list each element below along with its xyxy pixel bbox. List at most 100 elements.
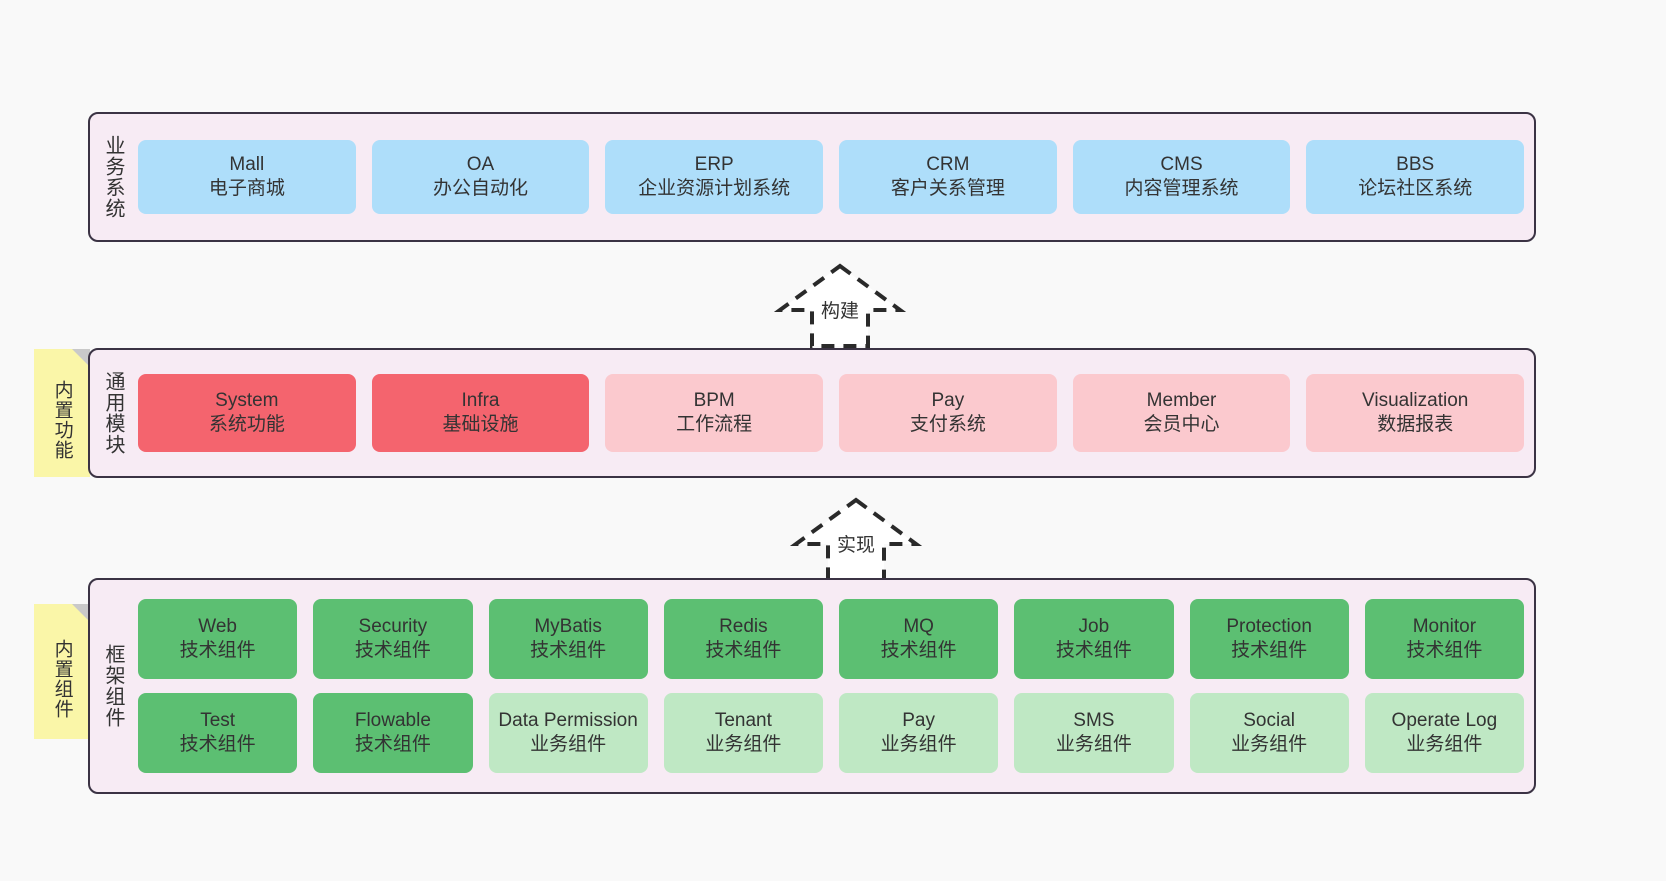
node-mybatis[interactable]: MyBatis 技术组件	[488, 599, 648, 679]
node-mall[interactable]: Mall 电子商城	[138, 140, 356, 214]
sticky-note-builtin-functions: 内置功能	[34, 349, 90, 477]
cell-row: Test 技术组件 Flowable 技术组件 Data Permission …	[138, 693, 1524, 773]
node-title: Tenant	[714, 709, 772, 731]
node-subtitle: 技术组件	[1055, 640, 1132, 661]
node-flowable[interactable]: Flowable 技术组件	[313, 693, 473, 773]
node-title: MQ	[903, 615, 934, 637]
sticky-note-builtin-components: 内置组件	[34, 604, 90, 739]
node-subtitle: 内容管理系统	[1124, 178, 1239, 199]
node-subtitle: 电子商城	[208, 178, 285, 199]
sticky-note-label: 内置功能	[51, 380, 73, 460]
arrow-label: 构建	[820, 301, 859, 322]
node-subtitle: 基础设施	[442, 414, 519, 435]
node-subtitle: 客户关系管理	[890, 178, 1005, 199]
node-title: CMS	[1160, 153, 1203, 175]
layer-title-frame: 框架组件	[102, 644, 124, 728]
node-subtitle: 业务组件	[1231, 734, 1308, 755]
layer-title-business: 业务系统	[102, 135, 124, 219]
up-block-arrow-icon	[773, 263, 907, 348]
node-title: Security	[358, 615, 428, 637]
node-cms[interactable]: CMS 内容管理系统	[1072, 140, 1291, 214]
node-title: Web	[198, 615, 237, 637]
node-tenant[interactable]: Tenant 业务组件	[663, 693, 823, 773]
node-title: Pay	[902, 709, 935, 731]
node-web[interactable]: Web 技术组件	[138, 599, 298, 679]
layer-common-modules: 通用模块 System 系统功能 Infra 基础设施 BPM 工作流程 Pay	[88, 348, 1536, 478]
node-title: Pay	[931, 389, 965, 411]
up-block-arrow-icon	[789, 497, 923, 582]
node-security[interactable]: Security 技术组件	[313, 599, 473, 679]
node-erp[interactable]: ERP 企业资源计划系统	[605, 140, 824, 214]
node-oa[interactable]: OA 办公自动化	[371, 140, 590, 214]
node-operate-log[interactable]: Operate Log 业务组件	[1364, 693, 1524, 773]
node-title: Operate Log	[1391, 709, 1498, 731]
layer-body-common: System 系统功能 Infra 基础设施 BPM 工作流程 Pay 支付系统…	[130, 356, 1525, 470]
node-redis[interactable]: Redis 技术组件	[663, 599, 823, 679]
node-visualization[interactable]: Visualization 数据报表	[1306, 374, 1525, 452]
node-subtitle: 企业资源计划系统	[638, 178, 791, 199]
node-title: Data Permission	[498, 709, 638, 731]
node-title: MyBatis	[534, 615, 602, 637]
node-title: CRM	[926, 153, 970, 175]
cell-row: System 系统功能 Infra 基础设施 BPM 工作流程 Pay 支付系统…	[138, 374, 1525, 452]
node-subtitle: 系统功能	[208, 414, 285, 435]
node-title: Test	[200, 709, 236, 731]
layer-framework-components: 框架组件 Web 技术组件 Security 技术组件 MyBatis 技术组件…	[88, 578, 1536, 794]
node-title: Visualization	[1362, 389, 1469, 411]
node-subtitle: 论坛社区系统	[1358, 178, 1473, 199]
node-mq[interactable]: MQ 技术组件	[839, 599, 999, 679]
layer-body-business: Mall 电子商城 OA 办公自动化 ERP 企业资源计划系统 CRM 客户关系…	[130, 120, 1525, 234]
node-subtitle: 技术组件	[1406, 640, 1483, 661]
node-subtitle: 技术组件	[179, 640, 256, 661]
layer-title-common: 通用模块	[102, 371, 124, 455]
node-title: Job	[1078, 615, 1110, 637]
node-title: Protection	[1226, 615, 1312, 637]
node-title: Member	[1146, 389, 1217, 411]
sticky-note-label: 内置组件	[51, 638, 73, 719]
node-sms[interactable]: SMS 业务组件	[1014, 693, 1174, 773]
node-title: Monitor	[1412, 615, 1477, 637]
node-subtitle: 技术组件	[354, 734, 431, 755]
node-job[interactable]: Job 技术组件	[1014, 599, 1174, 679]
node-bbs[interactable]: BBS 论坛社区系统	[1306, 140, 1525, 214]
node-subtitle: 技术组件	[179, 734, 256, 755]
node-subtitle: 工作流程	[676, 414, 753, 435]
node-monitor[interactable]: Monitor 技术组件	[1364, 599, 1524, 679]
node-title: BPM	[693, 389, 735, 411]
node-infra[interactable]: Infra 基础设施	[371, 374, 590, 452]
node-crm[interactable]: CRM 客户关系管理	[839, 140, 1057, 214]
layer-body-frame: Web 技术组件 Security 技术组件 MyBatis 技术组件 Redi…	[130, 586, 1524, 786]
node-pay-component[interactable]: Pay 业务组件	[839, 693, 999, 773]
node-title: BBS	[1396, 153, 1435, 175]
node-subtitle: 办公自动化	[433, 178, 529, 199]
sticky-fold-icon	[72, 604, 90, 622]
node-member[interactable]: Member 会员中心	[1072, 374, 1291, 452]
node-test[interactable]: Test 技术组件	[138, 693, 298, 773]
node-title: OA	[466, 153, 495, 175]
sticky-fold-icon	[72, 349, 90, 367]
node-subtitle: 技术组件	[530, 640, 607, 661]
node-data-permission[interactable]: Data Permission 业务组件	[488, 693, 648, 773]
node-subtitle: 业务组件	[1406, 734, 1483, 755]
node-title: Mall	[229, 153, 265, 175]
node-subtitle: 数据报表	[1377, 414, 1454, 435]
node-subtitle: 技术组件	[1231, 640, 1308, 661]
node-pay[interactable]: Pay 支付系统	[839, 374, 1057, 452]
arrow-implement: 实现	[756, 492, 956, 584]
node-title: System	[215, 389, 279, 411]
node-title: Social	[1243, 709, 1295, 731]
node-subtitle: 技术组件	[354, 640, 431, 661]
node-subtitle: 技术组件	[880, 640, 957, 661]
node-subtitle: 会员中心	[1143, 414, 1220, 435]
node-protection[interactable]: Protection 技术组件	[1189, 599, 1349, 679]
node-title: Infra	[461, 389, 500, 411]
node-system[interactable]: System 系统功能	[138, 374, 356, 452]
node-title: Flowable	[354, 709, 431, 731]
node-social[interactable]: Social 业务组件	[1189, 693, 1349, 773]
node-title: Redis	[719, 615, 768, 637]
node-subtitle: 技术组件	[705, 640, 782, 661]
cell-row: Mall 电子商城 OA 办公自动化 ERP 企业资源计划系统 CRM 客户关系…	[138, 140, 1525, 214]
node-bpm[interactable]: BPM 工作流程	[605, 374, 824, 452]
arrow-label: 实现	[836, 535, 875, 556]
layer-business-systems: 业务系统 Mall 电子商城 OA 办公自动化 ERP 企业资源计划系统 CRM	[88, 112, 1536, 242]
